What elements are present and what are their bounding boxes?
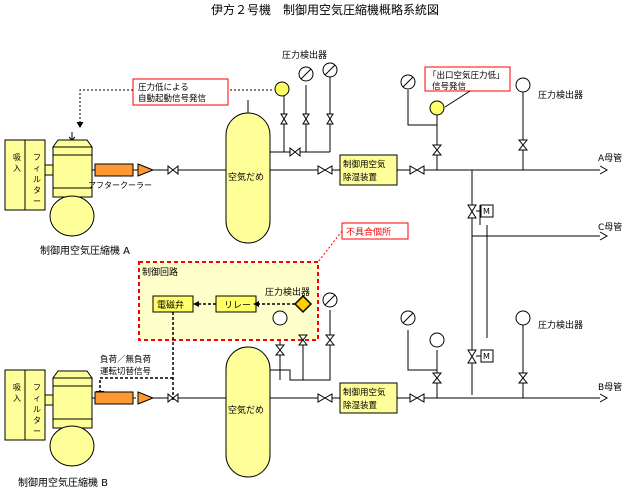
pressure-detector-diamond-icon (293, 294, 313, 314)
motor-valve-lower: M (467, 349, 494, 364)
check-valve-b (137, 391, 155, 405)
outlet-low-note: 「出口空気圧力低」 信号発信 (424, 66, 511, 108)
svg-text:フ: フ (33, 153, 41, 162)
svg-text:入: 入 (13, 164, 21, 173)
header-a-label: A母管 (598, 152, 622, 164)
receiver-b-label: 空気だめ (228, 404, 264, 416)
receiver-a-label: 空気だめ (228, 171, 264, 183)
pressure-detector-control-b-label: 圧力検出器 (265, 286, 310, 298)
svg-text:ー: ー (33, 427, 41, 436)
svg-text:圧力低による: 圧力低による (138, 82, 189, 93)
outlet-pressure-switch-icon (429, 100, 445, 116)
svg-text:ル: ル (33, 405, 41, 414)
aftercooler-a-label: アフタークーラー (88, 181, 152, 190)
dryer-b (339, 382, 398, 414)
svg-text:ィ: ィ (33, 164, 41, 173)
solenoid-valve-label: 電磁弁 (157, 299, 184, 311)
header-b-label: B母管 (598, 381, 622, 393)
pressure-detector-right-a-label: 圧力検出器 (538, 89, 583, 101)
svg-text:M: M (483, 352, 490, 361)
control-circuit-title: 制御回路 (142, 266, 178, 278)
svg-text:ィ: ィ (33, 394, 41, 403)
svg-text:信号発信: 信号発信 (432, 81, 467, 92)
compressor-b: 吸 入 フ ィ ル タ ー 制御用空気圧縮機 B (4, 369, 155, 489)
svg-text:吸: 吸 (13, 383, 21, 392)
pressure-detector-right-b-icon (515, 310, 531, 326)
intake-filter-a-label: 吸 (13, 153, 21, 162)
svg-text:タ: タ (33, 416, 41, 425)
relay-label: リレー (224, 301, 251, 311)
motor-valve-upper: M (467, 204, 494, 219)
svg-text:M: M (483, 207, 490, 216)
compressor-b-label: 制御用空気圧縮機 B (18, 476, 108, 489)
svg-text:入: 入 (13, 394, 21, 403)
compressor-a: 吸 入 フ ィ ル タ ー 制御用空気圧縮機 A アフタークーラー (4, 132, 155, 257)
pressure-switch-a-icon (274, 81, 290, 97)
defect-pointer (317, 230, 343, 263)
auto-start-note: 圧力低による 自動起動信号発信 (76, 78, 272, 128)
pressure-detector-right-b-label: 圧力検出器 (538, 319, 583, 331)
page-title: 伊方２号機 制御用空気圧縮機概略系統図 (211, 2, 439, 17)
valves-b (167, 334, 529, 404)
outlet-b-switch-icon (429, 332, 445, 348)
svg-text:負荷／無負荷: 負荷／無負荷 (100, 354, 152, 365)
receiver-b (225, 346, 271, 478)
svg-text:運転切替信号: 運転切替信号 (100, 366, 151, 377)
aftercooler-a (94, 163, 134, 177)
svg-text:除湿装置: 除湿装置 (343, 172, 378, 183)
svg-text:フ: フ (33, 383, 41, 392)
aftercooler-b (94, 391, 134, 405)
svg-text:制御用空気: 制御用空気 (343, 387, 386, 398)
check-valve-a (137, 163, 155, 177)
pressure-detector-right-a-icon (515, 77, 531, 93)
pressure-switch-b-icon (272, 310, 288, 326)
svg-text:「出口空気圧力低」: 「出口空気圧力低」 (428, 70, 505, 81)
compressor-a-label: 制御用空気圧縮機 A (40, 244, 130, 257)
defect-label: 不具合個所 (346, 226, 391, 238)
svg-text:ー: ー (33, 197, 41, 206)
receiver-a (225, 112, 271, 244)
svg-text:タ: タ (33, 186, 41, 195)
dryer-a (339, 154, 398, 186)
pressure-detector-top-a-label: 圧力検出器 (282, 49, 327, 61)
valves-a-main (167, 139, 529, 176)
svg-text:制御用空気: 制御用空気 (343, 159, 386, 170)
svg-text:自動起動信号発信: 自動起動信号発信 (138, 93, 207, 104)
header-c-label: C母管 (598, 221, 622, 233)
svg-text:除湿装置: 除湿装置 (343, 400, 378, 411)
svg-text:ル: ル (33, 175, 41, 184)
valves-a-gauges (280, 113, 334, 158)
